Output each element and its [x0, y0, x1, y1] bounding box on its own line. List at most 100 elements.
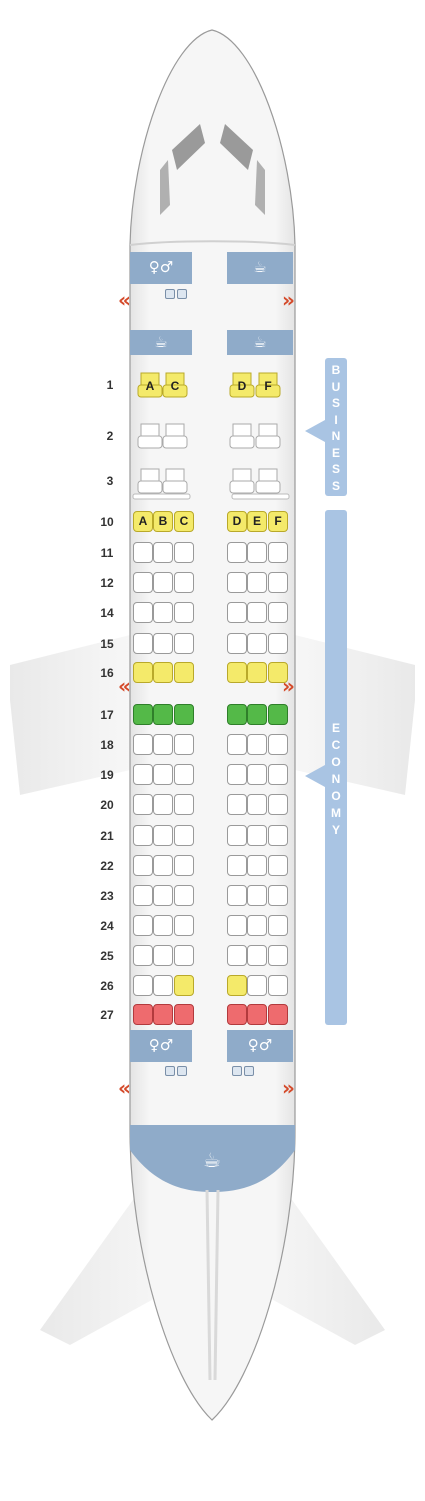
economy-seat[interactable] — [268, 1004, 288, 1025]
economy-seat[interactable] — [133, 825, 153, 846]
economy-seat[interactable] — [153, 572, 173, 593]
economy-seat[interactable] — [247, 825, 267, 846]
economy-seat[interactable] — [227, 542, 247, 563]
economy-seat[interactable] — [153, 633, 173, 654]
economy-seat[interactable] — [268, 662, 288, 683]
economy-seat[interactable] — [268, 572, 288, 593]
economy-seat[interactable] — [227, 825, 247, 846]
economy-seat[interactable] — [268, 704, 288, 725]
economy-seat[interactable] — [227, 602, 247, 623]
economy-seat[interactable] — [174, 602, 194, 623]
economy-seat[interactable] — [227, 855, 247, 876]
economy-seat[interactable] — [153, 734, 173, 755]
business-seat[interactable] — [162, 467, 188, 494]
economy-seat[interactable] — [133, 662, 153, 683]
economy-seat[interactable] — [227, 915, 247, 936]
economy-seat[interactable] — [247, 704, 267, 725]
economy-seat[interactable] — [227, 1004, 247, 1025]
economy-seat[interactable] — [268, 542, 288, 563]
economy-seat[interactable]: E — [247, 511, 267, 532]
economy-seat[interactable] — [153, 542, 173, 563]
business-seat[interactable] — [137, 371, 163, 398]
economy-seat[interactable] — [227, 794, 247, 815]
economy-seat[interactable] — [227, 885, 247, 906]
economy-seat[interactable] — [174, 825, 194, 846]
economy-seat[interactable] — [133, 572, 153, 593]
business-seat[interactable] — [255, 371, 281, 398]
economy-seat[interactable] — [247, 945, 267, 966]
economy-seat[interactable] — [174, 633, 194, 654]
economy-seat[interactable] — [247, 572, 267, 593]
economy-seat[interactable] — [268, 885, 288, 906]
economy-seat[interactable] — [247, 734, 267, 755]
economy-seat[interactable] — [153, 945, 173, 966]
economy-seat[interactable] — [174, 915, 194, 936]
economy-seat[interactable] — [227, 975, 247, 996]
economy-seat[interactable] — [153, 602, 173, 623]
business-seat[interactable] — [137, 422, 163, 449]
economy-seat[interactable]: B — [153, 511, 173, 532]
economy-seat[interactable] — [268, 602, 288, 623]
business-seat[interactable] — [255, 467, 281, 494]
economy-seat[interactable] — [247, 542, 267, 563]
economy-seat[interactable] — [174, 1004, 194, 1025]
business-seat[interactable] — [255, 422, 281, 449]
economy-seat[interactable] — [153, 855, 173, 876]
economy-seat[interactable] — [153, 704, 173, 725]
economy-seat[interactable] — [153, 662, 173, 683]
economy-seat[interactable] — [133, 975, 153, 996]
economy-seat[interactable] — [174, 734, 194, 755]
business-seat[interactable] — [229, 422, 255, 449]
economy-seat[interactable] — [268, 915, 288, 936]
business-seat[interactable] — [137, 467, 163, 494]
economy-seat[interactable] — [174, 885, 194, 906]
economy-seat[interactable] — [153, 975, 173, 996]
economy-seat[interactable]: A — [133, 511, 153, 532]
economy-seat[interactable] — [153, 825, 173, 846]
economy-seat[interactable] — [227, 662, 247, 683]
business-seat[interactable] — [229, 467, 255, 494]
economy-seat[interactable] — [247, 975, 267, 996]
economy-seat[interactable] — [133, 915, 153, 936]
economy-seat[interactable]: C — [174, 511, 194, 532]
economy-seat[interactable] — [174, 572, 194, 593]
economy-seat[interactable] — [227, 704, 247, 725]
business-seat[interactable] — [229, 371, 255, 398]
economy-seat[interactable] — [247, 915, 267, 936]
economy-seat[interactable] — [247, 1004, 267, 1025]
economy-seat[interactable] — [133, 764, 153, 785]
economy-seat[interactable] — [247, 662, 267, 683]
economy-seat[interactable] — [227, 633, 247, 654]
economy-seat[interactable] — [153, 1004, 173, 1025]
economy-seat[interactable] — [133, 633, 153, 654]
economy-seat[interactable] — [227, 945, 247, 966]
economy-seat[interactable] — [247, 855, 267, 876]
economy-seat[interactable] — [174, 945, 194, 966]
economy-seat[interactable] — [268, 633, 288, 654]
economy-seat[interactable] — [227, 734, 247, 755]
economy-seat[interactable] — [153, 885, 173, 906]
economy-seat[interactable] — [153, 764, 173, 785]
economy-seat[interactable] — [247, 794, 267, 815]
economy-seat[interactable] — [247, 633, 267, 654]
economy-seat[interactable] — [227, 764, 247, 785]
economy-seat[interactable] — [133, 794, 153, 815]
economy-seat[interactable] — [268, 945, 288, 966]
economy-seat[interactable] — [174, 704, 194, 725]
economy-seat[interactable] — [133, 855, 153, 876]
economy-seat[interactable] — [153, 794, 173, 815]
economy-seat[interactable]: F — [268, 511, 288, 532]
business-seat[interactable] — [162, 371, 188, 398]
economy-seat[interactable] — [153, 915, 173, 936]
economy-seat[interactable] — [133, 945, 153, 966]
economy-seat[interactable] — [268, 734, 288, 755]
economy-seat[interactable] — [227, 572, 247, 593]
business-seat[interactable] — [162, 422, 188, 449]
economy-seat[interactable] — [133, 704, 153, 725]
economy-seat[interactable] — [133, 542, 153, 563]
economy-seat[interactable] — [268, 855, 288, 876]
economy-seat[interactable] — [133, 1004, 153, 1025]
economy-seat[interactable] — [174, 764, 194, 785]
economy-seat[interactable] — [174, 542, 194, 563]
economy-seat[interactable] — [268, 764, 288, 785]
